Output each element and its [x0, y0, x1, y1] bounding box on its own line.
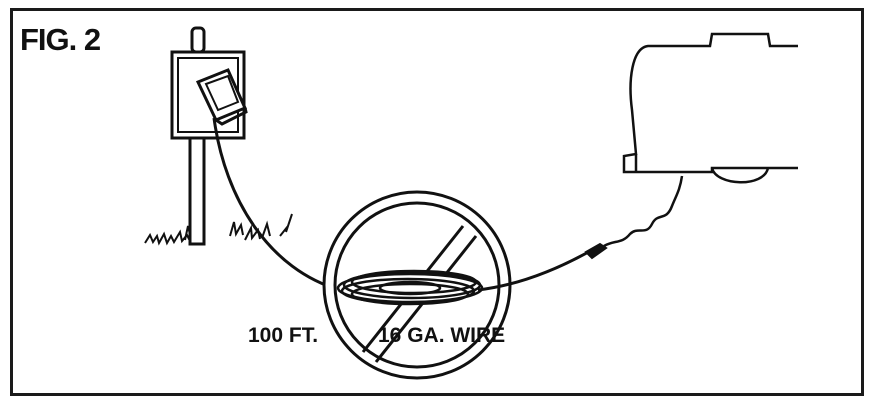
wire-gauge-label: 16 GA. WIRE	[378, 324, 505, 347]
cord-to-trailer	[477, 248, 593, 292]
power-outlet-post-icon	[170, 26, 248, 246]
cord-connector	[584, 242, 608, 260]
wire-length-label: 100 FT.	[248, 324, 318, 347]
figure-title: FIG. 2	[20, 22, 101, 57]
grass-icon	[144, 213, 293, 246]
extension-cord-coil-icon	[336, 269, 484, 306]
rv-trailer-icon	[622, 32, 798, 184]
cord-to-outlet	[212, 117, 341, 292]
cord-wiggle	[603, 175, 684, 248]
